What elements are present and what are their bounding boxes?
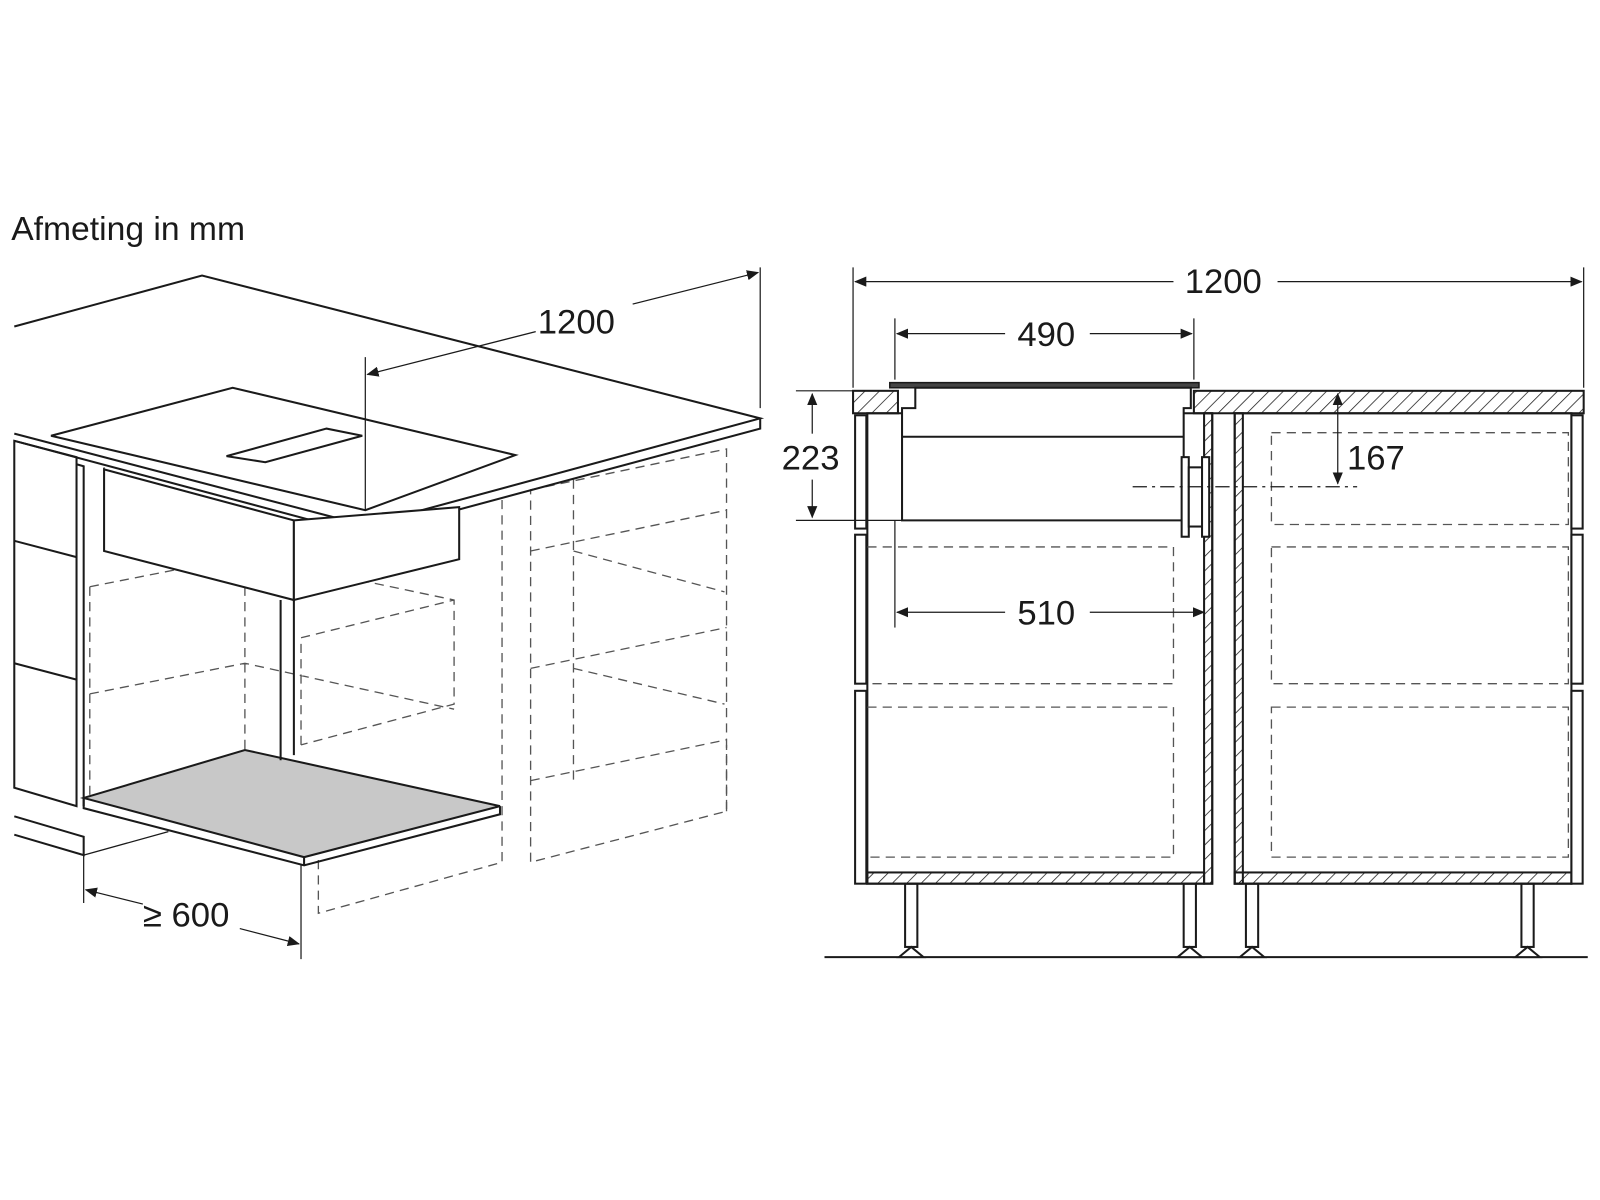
dimension-hob-width: 490 [894, 316, 1195, 380]
worktop-left [852, 389, 899, 415]
dimension-depth-left: ≥ 600 [83, 855, 302, 960]
diagram-title: Afmeting in mm [11, 211, 245, 248]
dimension-height: 223 [782, 390, 903, 522]
cabinet-legs [896, 882, 1543, 959]
dim-outlet-label: 167 [1347, 439, 1405, 477]
dimension-depth: 510 [894, 520, 1206, 632]
dimension-total-width: 1200 [852, 263, 1585, 388]
vent-slot [226, 427, 363, 464]
base-plate [79, 748, 501, 859]
cabinet-right [1233, 412, 1584, 885]
dim-hob-width-label: 490 [1017, 316, 1075, 354]
isometric-view: 1200 ≥ 600 [13, 267, 765, 960]
dim-total-width-label: 1200 [1185, 263, 1262, 301]
dim-depth-right-label: 510 [1017, 594, 1075, 632]
dimension-width-left: 1200 [364, 267, 761, 511]
front-view: 1200 490 223 167 510 [782, 263, 1588, 959]
hob-front [889, 381, 1358, 538]
hidden-cabinet-lines [89, 448, 728, 915]
dim-width-label: 1200 [538, 304, 615, 342]
dim-height-label: 223 [782, 439, 840, 477]
dimension-outlet: 167 [1332, 392, 1405, 485]
dim-depth-label: ≥ 600 [143, 897, 230, 935]
hob [50, 386, 519, 602]
worktop-right [1192, 389, 1585, 415]
